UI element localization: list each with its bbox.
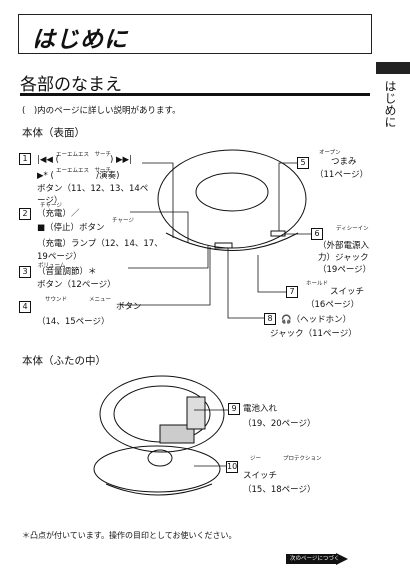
next-page-indicator[interactable]: 次のページにつづく — [286, 553, 348, 565]
side-tab-label: はじめに — [383, 80, 397, 128]
label-ruby-1a: エーエムエス サーチ — [56, 152, 112, 158]
label-1-line2: ▶* ( /演奏) — [37, 171, 120, 181]
label-6-line1: （外部電源入 — [318, 241, 370, 251]
label-6-line2: 力）ジャック — [318, 253, 369, 263]
side-tab-bar — [376, 62, 410, 74]
section-inside-title: 本体（ふたの中） — [22, 355, 106, 367]
label-4-line1: ボタン — [116, 302, 142, 312]
label-ruby-1b: エーエムエス サーチ — [56, 168, 112, 174]
label-5-line1: つまみ — [331, 157, 357, 167]
label-number-1: 1 — [19, 153, 31, 165]
label-number-4: 4 — [19, 301, 31, 313]
label-number-9: 9 — [228, 403, 240, 415]
label-number-5: 5 — [297, 157, 309, 169]
section-heading: 各部のなまえ — [20, 75, 122, 95]
label-6-line3: （19ページ） — [318, 265, 372, 275]
label-9-line1: 電池入れ — [243, 404, 278, 414]
label-ruby-7: ホールド — [306, 281, 329, 287]
next-page-label: 次のページにつづく — [290, 556, 340, 562]
section-front-title: 本体（表面） — [22, 127, 85, 139]
label-7-line2: （16ページ） — [306, 300, 360, 310]
label-ruby-3: ボリューム — [38, 263, 66, 269]
heading-rule — [20, 93, 370, 96]
chapter-box — [18, 14, 372, 54]
label-number-3: 3 — [19, 266, 31, 278]
label-1-line3: ボタン（11、12、13、14ペ — [37, 184, 149, 194]
label-10-line1: スイッチ — [243, 471, 278, 481]
label-number-2: 2 — [19, 208, 31, 220]
arrow-right-icon — [286, 553, 348, 565]
intro-note: ( )内のページに詳しい説明があります。 — [22, 106, 181, 116]
label-ruby-2b: チャージ — [112, 218, 134, 224]
label-10-line2: （15、18ページ） — [243, 485, 316, 495]
label-9-line2: （19、20ページ） — [243, 419, 316, 429]
label-2-line3: （充電）ランプ（12、14、17、 — [37, 239, 163, 249]
chapter-title: はじめに — [32, 27, 128, 53]
label-8-line1: 🎧（ヘッドホン） — [281, 315, 352, 325]
label-ruby-10: ジー プロテクション — [250, 456, 322, 462]
label-1-line4: ージ） — [37, 196, 63, 206]
label-ruby-5: オープン — [319, 150, 341, 156]
label-3-line1: （音量調節）＊ — [37, 267, 97, 277]
label-2-line2: ■（停止）ボタン — [37, 223, 105, 233]
label-5-line2: （11ページ） — [315, 170, 369, 180]
label-8-line2: ジャック（11ページ） — [270, 329, 357, 339]
label-4-line2: （14、15ページ） — [37, 317, 110, 327]
label-1-line1: |◀◀ ( ) ▶▶| — [37, 155, 132, 165]
label-number-6: 6 — [311, 228, 323, 240]
label-3-line2: ボタン（12ページ） — [37, 280, 116, 290]
label-number-7: 7 — [286, 286, 298, 298]
label-number-8: 8 — [264, 313, 276, 325]
label-7-line1: スイッチ — [330, 287, 365, 297]
label-ruby-4: サウンド メニュー — [45, 297, 112, 303]
label-ruby-6: ディシーイン — [336, 226, 369, 232]
label-ruby-2a: チャージ — [40, 203, 62, 209]
footnote: ＊凸点が付いています。操作の目印としてお使いください。 — [22, 531, 237, 540]
label-2-line4: 19ページ） — [37, 252, 82, 262]
label-2-line1: （充電）／ — [37, 209, 80, 219]
label-number-10: 10 — [226, 461, 238, 473]
